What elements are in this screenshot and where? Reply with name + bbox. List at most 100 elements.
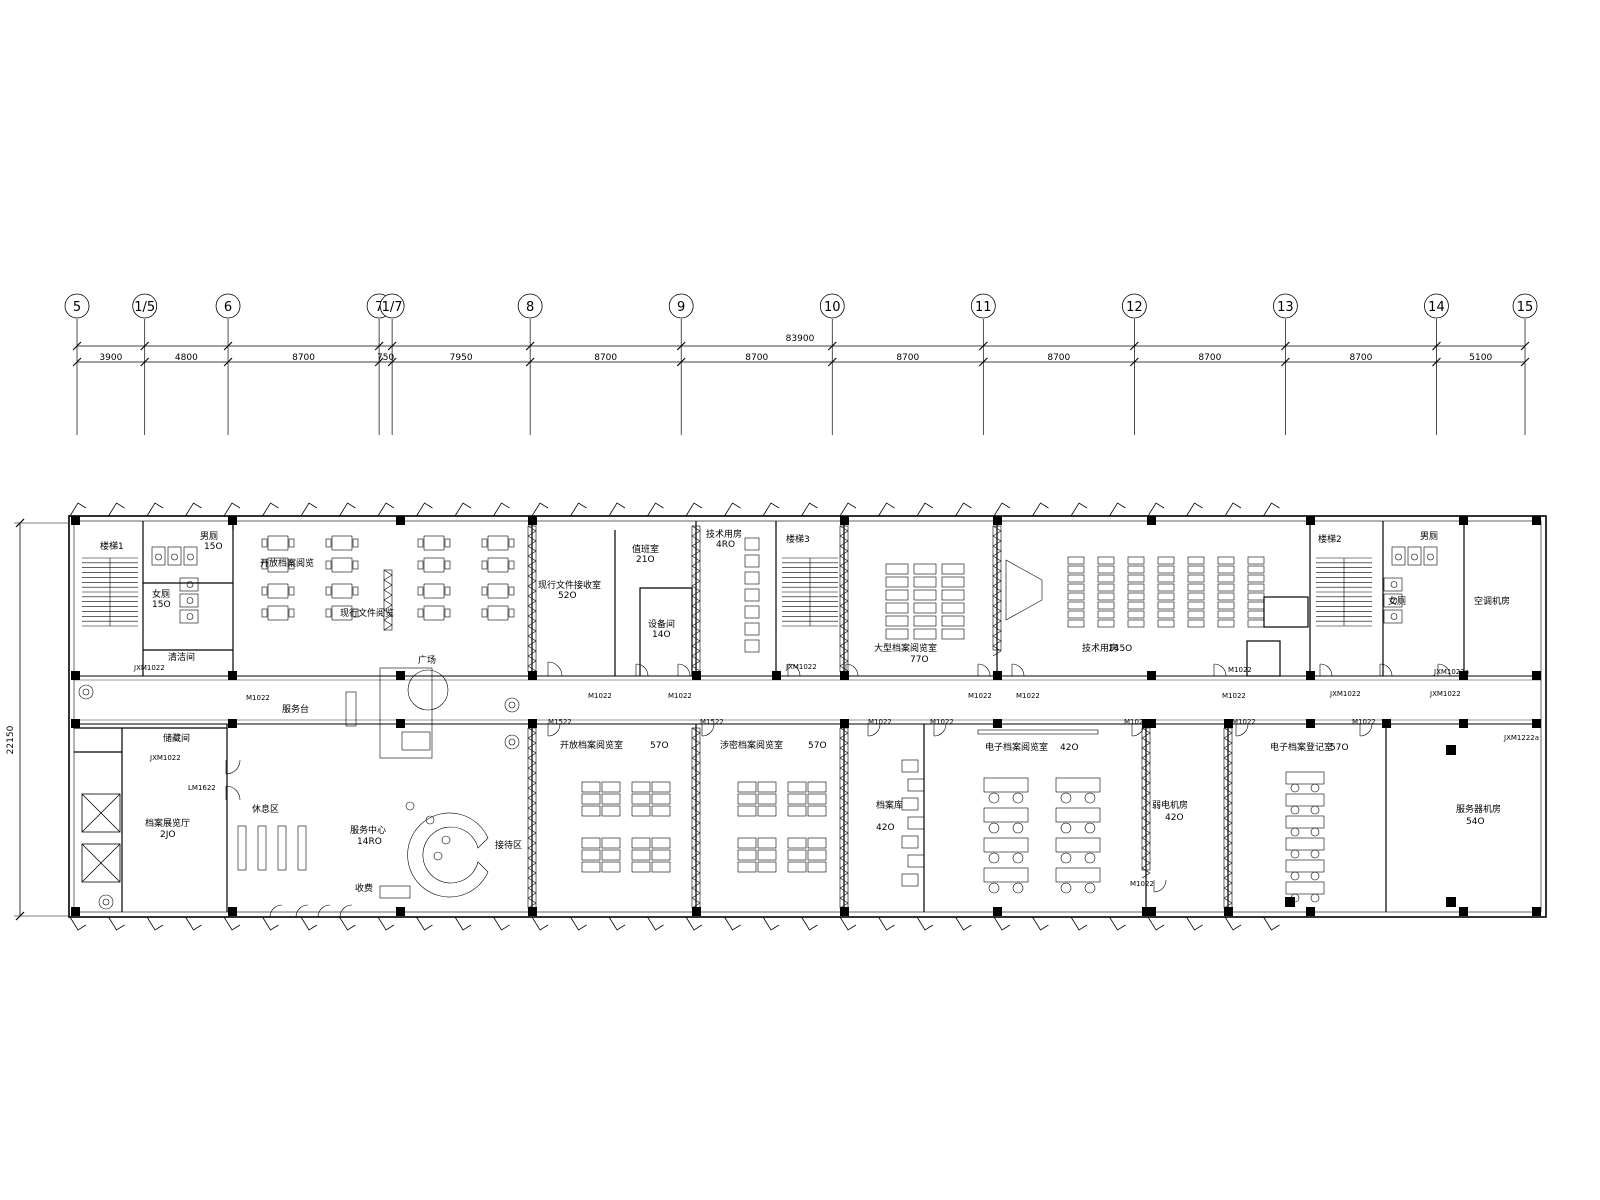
- bench: [257, 825, 267, 871]
- dim-tick: [72, 341, 82, 351]
- chair: [1290, 783, 1300, 793]
- chair: [481, 538, 488, 548]
- lecture-seat: [1127, 619, 1145, 628]
- column: [228, 907, 237, 916]
- fin: [955, 916, 972, 931]
- door-code: M1022: [930, 718, 954, 726]
- lounge-sofa: [379, 667, 433, 759]
- area-e-doc-room: 57O: [1330, 743, 1349, 753]
- door-code-labels: JXM1022 JXM1022 M1022 M1022 M1022 M1022 …: [133, 663, 1539, 888]
- fin: [454, 502, 472, 517]
- room-office-doc-room: 现行文件接收室: [538, 579, 601, 591]
- table-seat: [581, 793, 601, 805]
- fin: [724, 502, 741, 517]
- reading-seat: [913, 563, 937, 575]
- door-swing: [701, 723, 715, 737]
- grid-bubble: [215, 293, 241, 319]
- column: [396, 671, 405, 680]
- dim-tick: [676, 357, 686, 367]
- column: [993, 719, 1002, 728]
- wc-bowl: [186, 613, 194, 620]
- area-tech-room: 4RO: [716, 540, 735, 550]
- partition-hatch: [839, 727, 849, 909]
- grid-bubble: [1273, 293, 1298, 319]
- column: [1532, 671, 1541, 680]
- grid-ticks: [72, 319, 1530, 435]
- table-seat: [757, 861, 777, 873]
- desk: [331, 583, 353, 599]
- fin: [839, 502, 857, 517]
- column: [228, 516, 237, 525]
- chair: [261, 538, 268, 548]
- chair: [444, 560, 451, 570]
- lecture-seat: [1097, 565, 1115, 574]
- fin: [69, 916, 87, 931]
- wc-bowl: [155, 553, 162, 561]
- fin: [647, 916, 664, 931]
- chair: [1310, 783, 1320, 793]
- column: [1306, 671, 1315, 680]
- workstation: [983, 837, 1029, 853]
- desk: [267, 557, 289, 573]
- total-dimension: 83900: [786, 334, 815, 344]
- partition-top: [977, 729, 1099, 735]
- grid-label: 5: [73, 300, 81, 315]
- table-seat: [601, 837, 621, 849]
- wc-stall: [179, 609, 199, 624]
- lecture-seat: [1097, 583, 1115, 592]
- workstation: [1285, 793, 1325, 807]
- lecture-seat: [1097, 610, 1115, 619]
- chair: [988, 792, 1000, 804]
- table-seat: [601, 849, 621, 861]
- fin: [570, 502, 587, 517]
- table-seat: [631, 837, 651, 849]
- fin: [608, 916, 626, 931]
- column: [692, 671, 701, 680]
- fin: [955, 502, 972, 517]
- fin: [685, 502, 703, 517]
- toilet-fixtures: [151, 546, 1438, 624]
- entrance-door: [295, 904, 309, 918]
- column: [1147, 907, 1156, 916]
- column: [1532, 907, 1541, 916]
- table-seat: [581, 837, 601, 849]
- door-code: JXM1022: [785, 663, 817, 671]
- room-storage: 储藏间: [163, 732, 190, 744]
- chair: [508, 560, 515, 570]
- dim-tick: [223, 341, 233, 351]
- partition-hatch: [691, 727, 701, 909]
- entrance-door: [317, 904, 331, 918]
- stool: [405, 801, 415, 811]
- fin: [1109, 916, 1126, 931]
- room-weak-current: 弱电机房: [1152, 799, 1188, 811]
- glass-partitions: [383, 525, 1233, 909]
- dim-tick: [1129, 357, 1139, 367]
- door-swing: [677, 663, 691, 677]
- column: [840, 907, 849, 916]
- door-swing: [977, 663, 991, 677]
- table-seat: [651, 793, 671, 805]
- partition: [691, 525, 701, 673]
- dim-tick: [827, 357, 837, 367]
- area-wc-male-1: 15O: [204, 542, 223, 552]
- column: [1147, 719, 1156, 728]
- lecture-seat: [1247, 619, 1265, 628]
- chair: [988, 852, 1000, 864]
- workstation: [1055, 777, 1101, 793]
- lecture-seat: [1217, 610, 1235, 619]
- dim-tick: [1432, 341, 1441, 351]
- chair: [988, 882, 1000, 894]
- table-seat: [737, 781, 757, 793]
- lecture-seat: [1217, 556, 1235, 565]
- lecture-seat: [1097, 592, 1115, 601]
- grid-bubble: [668, 293, 694, 319]
- room-stair-2: 楼梯2: [1318, 533, 1342, 545]
- chair: [1290, 827, 1300, 837]
- chair: [352, 560, 359, 570]
- chair: [1310, 871, 1320, 881]
- lecture-seat: [1217, 565, 1235, 574]
- grid-bubble: [64, 293, 90, 319]
- wc-stall: [1391, 546, 1406, 566]
- column: [1382, 719, 1391, 728]
- dim-tick: [1432, 357, 1441, 367]
